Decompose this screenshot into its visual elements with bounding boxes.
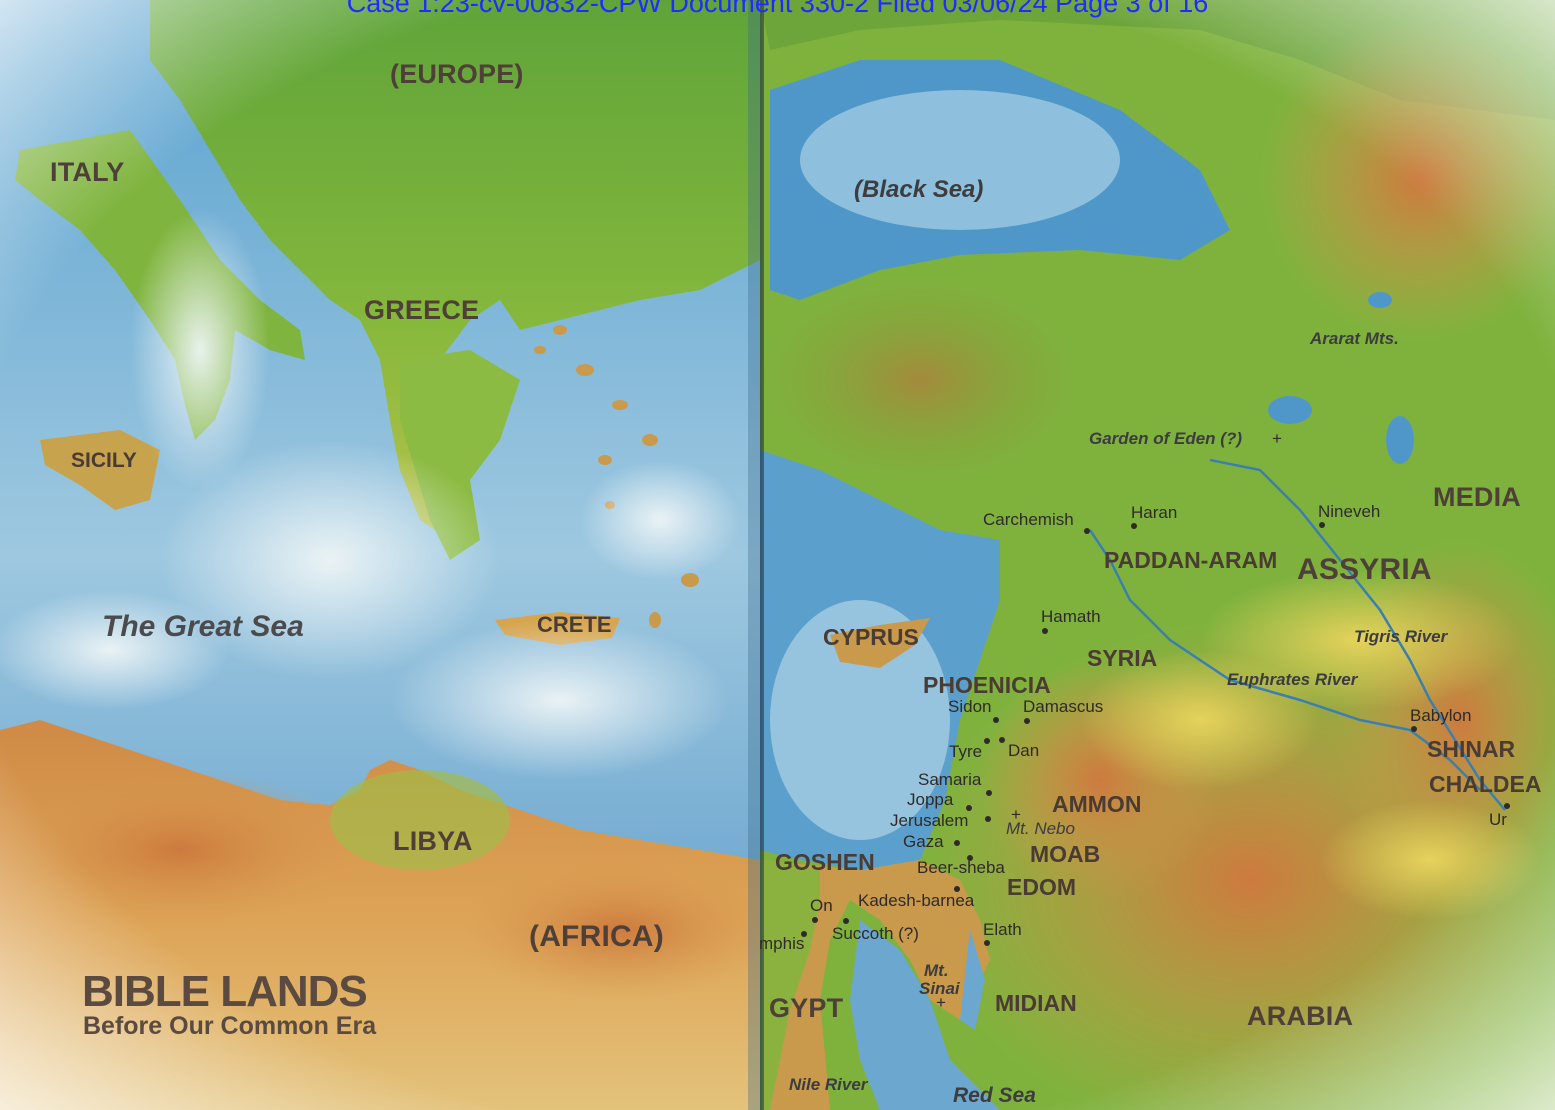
label-crete: CRETE (537, 612, 612, 637)
label-nile-river: Nile River (789, 1075, 868, 1094)
label-sicily: SICILY (71, 449, 137, 472)
city-babylon: Babylon (1410, 706, 1472, 725)
city-joppa: Joppa (907, 790, 954, 809)
city-tyre: Tyre (949, 742, 983, 761)
label-ararat-mts: Ararat Mts. (1310, 329, 1399, 348)
city-sidon: Sidon (948, 697, 992, 716)
label-arabia: ARABIA (1247, 1001, 1354, 1031)
city-jerusalem: Jerusalem (890, 811, 969, 830)
label-libya: LIBYA (393, 826, 473, 856)
label-phoenicia: PHOENICIA (923, 672, 1051, 698)
label-shinar: SHINAR (1427, 736, 1516, 762)
city-nineveh: Nineveh (1318, 502, 1381, 521)
label-mt-nebo: Mt. Nebo (1006, 819, 1075, 838)
label-ammon: AMMON (1052, 791, 1142, 817)
label-europe: (EUROPE) (390, 59, 524, 89)
city-succoth: Succoth (?) (832, 924, 919, 943)
eden-marker-icon: + (1272, 429, 1282, 448)
nebo-marker-icon: + (1011, 805, 1021, 824)
map-title: BIBLE LANDS (82, 967, 368, 1016)
city-samaria: Samaria (918, 770, 982, 789)
label-garden-of-eden: Garden of Eden (?) (1089, 429, 1242, 448)
sinai-marker-icon: + (936, 993, 946, 1012)
label-cyprus: CYPRUS (823, 624, 919, 650)
city-on: On (810, 896, 833, 915)
city-beer-sheba: Beer-sheba (917, 858, 1005, 877)
city-elath: Elath (983, 920, 1022, 939)
label-midian: MIDIAN (995, 990, 1077, 1016)
city-ur: Ur (1489, 810, 1507, 829)
label-great-sea: The Great Sea (102, 610, 304, 643)
city-dan: Dan (1008, 741, 1040, 760)
label-euphrates-river: Euphrates River (1227, 670, 1358, 689)
label-paddan-aram: PADDAN-ARAM (1104, 547, 1278, 573)
city-kadesh-barnea: Kadesh-barnea (858, 891, 975, 910)
label-goshen: GOSHEN (775, 849, 875, 875)
label-red-sea: Red Sea (953, 1084, 1036, 1107)
label-syria: SYRIA (1087, 645, 1158, 671)
city-haran: Haran (1131, 503, 1178, 522)
label-edom: EDOM (1007, 874, 1076, 900)
label-assyria: ASSYRIA (1297, 553, 1432, 586)
city-damascus: Damascus (1023, 697, 1104, 716)
label-egypt: GYPT (769, 993, 844, 1023)
case-header: Case 1:23-cv-00832-CPW Document 330-2 Fi… (346, 0, 1209, 18)
city-carchemish: Carchemish (983, 510, 1074, 529)
label-chaldea: CHALDEA (1429, 771, 1542, 797)
label-tigris-river: Tigris River (1354, 627, 1448, 646)
label-greece: GREECE (364, 295, 480, 325)
label-media: MEDIA (1433, 482, 1521, 512)
label-africa: (AFRICA) (529, 920, 664, 953)
city-hamath: Hamath (1041, 607, 1101, 626)
label-black-sea: (Black Sea) (854, 176, 984, 203)
label-mt-sinai-line2: Sinai (919, 979, 960, 998)
label-moab: MOAB (1030, 841, 1101, 867)
map-subtitle: Before Our Common Era (83, 1012, 377, 1040)
label-mt-sinai-line1: Mt. (924, 961, 949, 980)
label-italy: ITALY (50, 157, 125, 187)
city-memphis: mphis (759, 934, 805, 953)
city-gaza: Gaza (903, 832, 944, 851)
